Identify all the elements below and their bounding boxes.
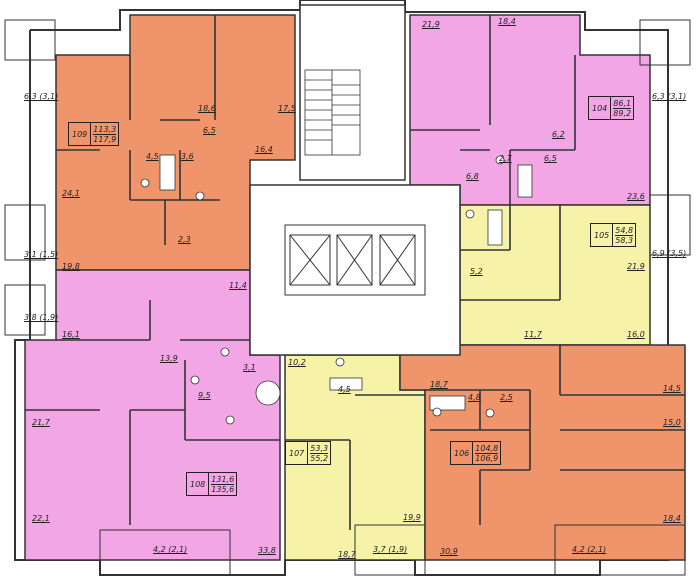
- apt-number: 104: [589, 97, 612, 119]
- balcony-area: 6,3 (3,1): [24, 92, 59, 101]
- apt-number: 108: [187, 473, 210, 495]
- room-area: 16,1: [62, 330, 80, 339]
- room-area: 15,0: [663, 418, 681, 427]
- bath-fixtures: [140, 154, 533, 425]
- room-area: 19,8: [62, 262, 80, 271]
- apartment-106-fill: [399, 344, 686, 561]
- room-area: 23,6: [627, 192, 645, 201]
- room-area: 3,1: [243, 363, 256, 372]
- apt-area: 86,1: [613, 98, 632, 109]
- balcony-area: 4,2 (2,1): [153, 545, 188, 554]
- room-area: 5,2: [470, 267, 483, 276]
- room-area: 2,3: [178, 235, 191, 244]
- room-area: 24,1: [62, 189, 80, 198]
- apartment-108-fill: [24, 269, 281, 561]
- room-area: 11,7: [524, 330, 542, 339]
- room-area: 6,5: [203, 126, 216, 135]
- apt-number: 107: [286, 442, 309, 464]
- balconies: [4, 19, 691, 576]
- room-area: 17,5: [278, 104, 296, 113]
- apt-area: 113,3: [93, 124, 117, 135]
- apt-area-total: 117,9: [93, 134, 117, 144]
- apt-area: 104,8: [475, 443, 499, 454]
- room-area: 30,9: [440, 547, 458, 556]
- balcony-area: 3,8 (1,9): [24, 313, 59, 322]
- room-area: 18,4: [663, 514, 681, 523]
- apt-area-total: 106,9: [475, 453, 499, 463]
- room-area: 6,8: [466, 172, 479, 181]
- balcony-area: 6,3 (3,1): [652, 92, 687, 101]
- apt-area: 131,6: [211, 474, 235, 485]
- room-area: 6,2: [552, 130, 565, 139]
- room-area: 18,6: [198, 104, 216, 113]
- room-area: 33,8: [258, 546, 276, 555]
- apt-area-total: 58,3: [615, 235, 634, 245]
- room-area: 21,7: [32, 418, 50, 427]
- room-area: 4,5: [146, 152, 159, 161]
- balcony-area: 3,7 (1,9): [373, 545, 408, 554]
- room-area: 2,7: [499, 154, 512, 163]
- interior-walls: [25, 15, 685, 530]
- apt-area-total: 55,2: [310, 453, 329, 463]
- room-area: 19,9: [403, 513, 421, 522]
- lift-shafts: [284, 224, 426, 296]
- room-area: 10,2: [288, 358, 306, 367]
- room-area: 6,5: [544, 154, 557, 163]
- room-area: 11,4: [229, 281, 247, 290]
- apt-number: 106: [451, 442, 474, 464]
- room-area: 18,7: [338, 550, 356, 559]
- stairwell: [304, 69, 361, 156]
- apt-area: 54,8: [615, 225, 634, 236]
- room-area: 14,5: [663, 384, 681, 393]
- room-area: 2,5: [500, 393, 513, 402]
- room-area: 4,5: [338, 385, 351, 394]
- room-area: 21,9: [627, 262, 645, 271]
- apt-number: 109: [69, 123, 92, 145]
- room-area: 18,4: [498, 17, 516, 26]
- apt-area-total: 89,2: [613, 108, 632, 118]
- room-area: 13,9: [160, 354, 178, 363]
- balcony-area: 6,9 (3,5): [652, 249, 687, 258]
- room-area: 18,7: [430, 380, 448, 389]
- room-area: 22,1: [32, 514, 50, 523]
- balcony-area: 3,1 (1,5): [24, 250, 59, 259]
- apt-number: 105: [591, 224, 614, 246]
- room-area: 3,6: [181, 152, 194, 161]
- room-area: 16,0: [627, 330, 645, 339]
- apt-area-total: 135,6: [211, 484, 235, 494]
- room-area: 16,4: [255, 145, 273, 154]
- balcony-area: 4,2 (2,1): [572, 545, 607, 554]
- apt-area: 53,3: [310, 443, 329, 454]
- room-area: 9,5: [198, 391, 211, 400]
- room-area: 21,9: [422, 20, 440, 29]
- room-area: 4,8: [468, 393, 481, 402]
